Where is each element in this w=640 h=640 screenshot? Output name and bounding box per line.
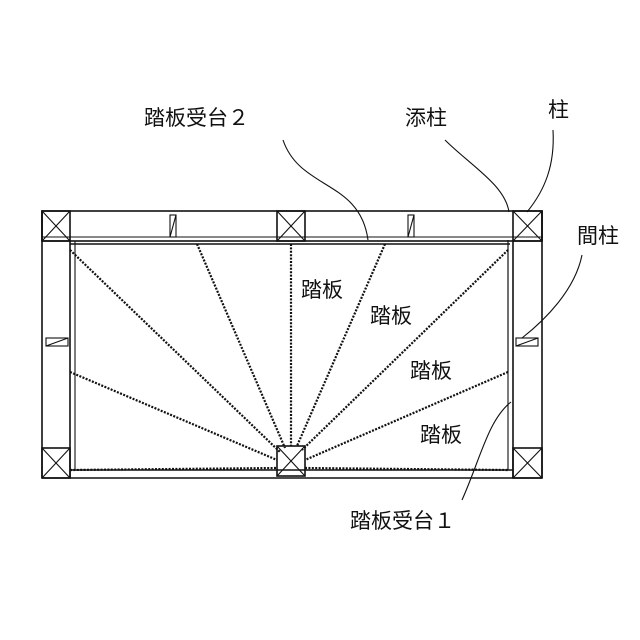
label-ma-bashira: 間柱 [577,224,619,248]
post-newel-center [277,446,305,476]
label-tread-2: 踏板 [370,304,412,328]
label-tread-1: 踏板 [301,278,343,302]
label-tread-4: 踏板 [420,423,462,447]
label-hashira: 柱 [548,98,569,122]
post-bottom-right [513,448,542,478]
label-tread-support-2: 踏板受台２ [144,106,249,130]
label-soe-bashira: 添柱 [405,106,447,130]
post-bottom-left [42,448,70,478]
label-tread-3: 踏板 [410,359,452,383]
label-tread-support-1: 踏板受台１ [350,509,455,533]
